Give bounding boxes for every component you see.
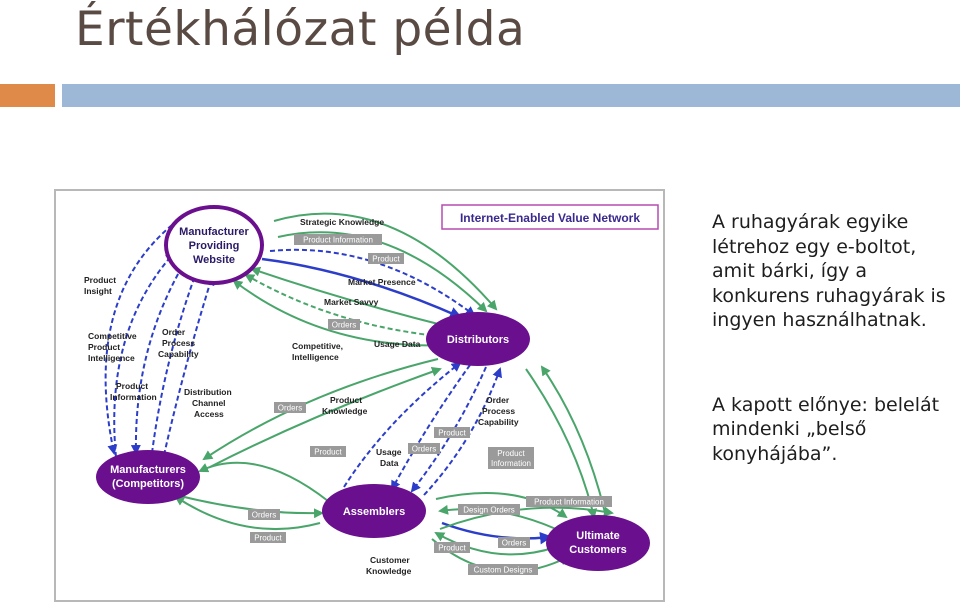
label-order-process-capability-left: Order Process Capability bbox=[158, 327, 199, 359]
diagram-canvas: Internet-Enabled Value Network bbox=[84, 204, 659, 576]
svg-text:Competitive: Competitive bbox=[88, 331, 137, 341]
svg-text:Order: Order bbox=[486, 395, 510, 405]
box-label-product-bottom: Product bbox=[434, 542, 470, 553]
svg-text:Manufacturers: Manufacturers bbox=[110, 464, 186, 476]
svg-text:Assemblers: Assemblers bbox=[343, 506, 405, 518]
node-ultimate-customers: Ultimate Customers bbox=[546, 515, 650, 571]
svg-text:Product: Product bbox=[254, 534, 282, 543]
box-label-orders-mid: Orders bbox=[408, 443, 440, 454]
value-network-diagram: Internet-Enabled Value Network bbox=[54, 189, 665, 602]
svg-text:Product Information: Product Information bbox=[534, 498, 604, 507]
accent-bar-orange bbox=[0, 84, 55, 107]
label-usage-data: Usage Data bbox=[374, 339, 421, 349]
box-label-product-information-right: Product Information bbox=[526, 496, 612, 507]
svg-text:Product: Product bbox=[84, 275, 116, 285]
label-usage-data-lower: Usage Data bbox=[376, 447, 402, 468]
svg-text:Product Information: Product Information bbox=[303, 236, 373, 245]
svg-text:Channel: Channel bbox=[192, 398, 226, 408]
box-label-custom-designs: Custom Designs bbox=[468, 564, 538, 575]
label-competitive-product-intelligence: Competitive Product Intelligence bbox=[88, 331, 137, 363]
svg-text:Usage: Usage bbox=[376, 447, 402, 457]
svg-text:Insight: Insight bbox=[84, 286, 112, 296]
paragraph-2: A kapott előnye: belelát mindenki „belső… bbox=[712, 393, 940, 465]
svg-text:Capability: Capability bbox=[478, 417, 519, 427]
svg-text:Distribution: Distribution bbox=[184, 387, 232, 397]
svg-text:Knowledge: Knowledge bbox=[366, 566, 412, 576]
svg-text:Product: Product bbox=[116, 381, 148, 391]
diagram-title-box bbox=[441, 204, 659, 230]
box-label-design-orders: Design Orders bbox=[458, 504, 520, 515]
paragraph-1: A ruhagyárak egyike létrehoz egy e-bolto… bbox=[712, 211, 946, 331]
svg-text:Access: Access bbox=[194, 409, 224, 419]
box-label-orders-bottom-right: Orders bbox=[498, 537, 530, 548]
svg-text:Product: Product bbox=[314, 448, 342, 457]
svg-text:Orders: Orders bbox=[332, 321, 356, 330]
svg-text:Information: Information bbox=[110, 392, 157, 402]
svg-text:Orders: Orders bbox=[252, 511, 276, 520]
svg-text:Competitive,: Competitive, bbox=[292, 341, 343, 351]
svg-text:Product: Product bbox=[88, 342, 120, 352]
svg-text:Process: Process bbox=[162, 338, 195, 348]
svg-text:Order: Order bbox=[162, 327, 186, 337]
svg-text:Product: Product bbox=[497, 449, 525, 458]
svg-text:Orders: Orders bbox=[278, 404, 302, 413]
box-label-product-information-top: Product Information bbox=[294, 234, 382, 245]
label-strategic-knowledge: Strategic Knowledge bbox=[300, 217, 384, 227]
box-label-orders-bottom-left: Orders bbox=[248, 509, 280, 520]
box-label-product-top: Product bbox=[368, 253, 404, 264]
label-competitive-intelligence: Competitive, Intelligence bbox=[292, 341, 343, 362]
svg-text:Providing: Providing bbox=[189, 240, 240, 252]
label-distribution-channel-access: Distribution Channel Access bbox=[184, 387, 232, 419]
svg-text:(Competitors): (Competitors) bbox=[112, 478, 184, 490]
label-product-knowledge: Product Knowledge bbox=[322, 395, 368, 416]
svg-text:Design Orders: Design Orders bbox=[463, 506, 515, 515]
svg-text:Custom Designs: Custom Designs bbox=[474, 566, 533, 575]
label-product-information-left: Product Information bbox=[110, 381, 157, 402]
edge-labels: Strategic Knowledge Market Presence Mark… bbox=[84, 217, 519, 576]
box-label-orders-top: Orders bbox=[328, 319, 360, 330]
svg-text:Product: Product bbox=[438, 544, 466, 553]
svg-text:Website: Website bbox=[193, 254, 235, 266]
svg-text:Distributors: Distributors bbox=[447, 334, 509, 346]
svg-text:Knowledge: Knowledge bbox=[322, 406, 368, 416]
svg-text:Intelligence: Intelligence bbox=[88, 353, 135, 363]
svg-text:Intelligence: Intelligence bbox=[292, 352, 339, 362]
label-customer-knowledge: Customer Knowledge bbox=[366, 555, 412, 576]
svg-text:Data: Data bbox=[380, 458, 399, 468]
svg-text:Capability: Capability bbox=[158, 349, 199, 359]
accent-bar-blue bbox=[62, 84, 960, 107]
node-manufacturer-website: Manufacturer Providing Website bbox=[164, 205, 264, 285]
svg-text:Manufacturer: Manufacturer bbox=[179, 226, 249, 238]
svg-text:Ultimate: Ultimate bbox=[576, 530, 619, 542]
label-order-process-capability-right: Order Process Capability bbox=[478, 395, 519, 427]
svg-text:Product: Product bbox=[438, 429, 466, 438]
svg-text:Orders: Orders bbox=[502, 539, 526, 548]
box-label-product-information-mid: Product Information bbox=[488, 447, 534, 469]
svg-text:Process: Process bbox=[482, 406, 515, 416]
svg-text:Information: Information bbox=[491, 459, 531, 468]
box-label-orders-left: Orders bbox=[274, 402, 306, 413]
svg-text:Orders: Orders bbox=[412, 445, 436, 454]
node-competitors: Manufacturers (Competitors) bbox=[96, 450, 200, 504]
slide-title: Értékhálózat példa bbox=[75, 2, 526, 57]
node-assemblers: Assemblers bbox=[322, 484, 426, 538]
label-product-insight: Product Insight bbox=[84, 275, 116, 296]
boxed-edge-labels: Product Information Product Orders Order… bbox=[248, 234, 612, 575]
box-label-product-left: Product bbox=[310, 446, 346, 457]
svg-text:Customers: Customers bbox=[569, 544, 626, 556]
svg-text:Product: Product bbox=[330, 395, 362, 405]
svg-text:Customer: Customer bbox=[370, 555, 410, 565]
box-label-product-bottom-left: Product bbox=[250, 532, 286, 543]
svg-text:Product: Product bbox=[372, 255, 400, 264]
side-text: A ruhagyárak egyike létrehoz egy e-bolto… bbox=[712, 210, 952, 466]
label-market-presence: Market Presence bbox=[348, 277, 416, 287]
box-label-product-mid: Product bbox=[434, 427, 470, 438]
label-market-savvy: Market Savvy bbox=[324, 297, 379, 307]
node-distributors: Distributors bbox=[426, 312, 530, 366]
diagram-title: Internet-Enabled Value Network bbox=[460, 211, 640, 225]
